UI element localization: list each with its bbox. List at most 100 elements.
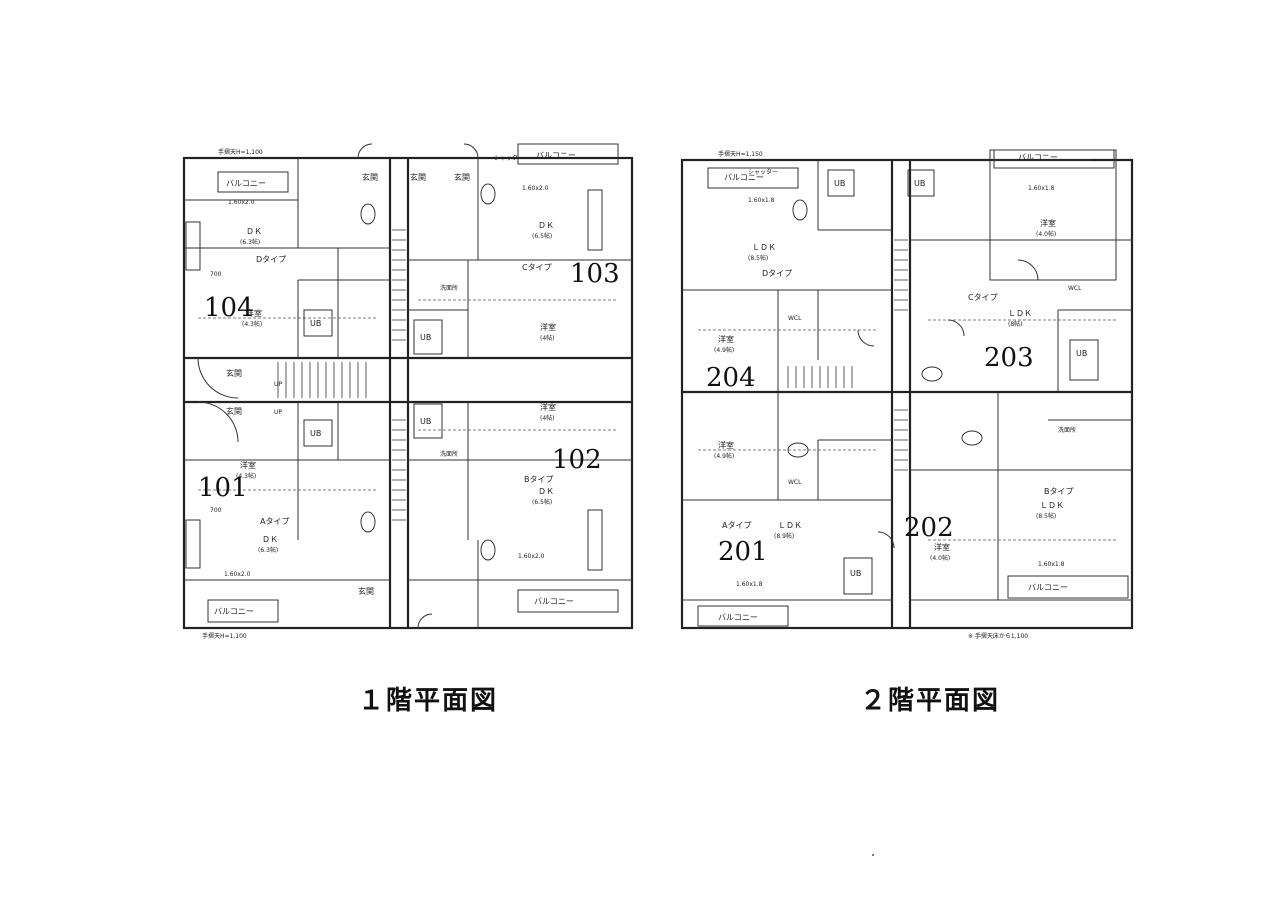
stair-central-top: [392, 229, 406, 341]
unit-type: Cタイプ: [968, 293, 998, 302]
dimension-label: 700: [210, 507, 222, 514]
stair-direction: UP: [274, 381, 282, 388]
unit-number: 204: [706, 363, 756, 393]
kitchen-counter: [185, 221, 201, 271]
unit-type: Aタイプ: [260, 517, 289, 526]
shutter-label: シャッター: [748, 168, 778, 176]
balcony-label: バルコニー: [718, 613, 758, 622]
kitchen-counter: [587, 509, 603, 571]
room-size: (8.9帖): [774, 532, 794, 540]
balcony-label: バルコニー: [1028, 583, 1068, 592]
unit-bath-104: [303, 309, 333, 337]
toilet-icon: [480, 183, 496, 205]
room-size: (8.5帖): [748, 254, 768, 262]
unit-number: 104: [204, 293, 254, 323]
ceiling-height-note: 手摺天H=1,100: [202, 632, 247, 640]
closet-label: WCL: [1068, 285, 1082, 292]
unit-type: Bタイプ: [1044, 487, 1074, 496]
window-size: 1.60x2.0: [224, 571, 251, 578]
unit-type: Dタイプ: [256, 255, 286, 264]
room-western: 洋室: [1040, 218, 1056, 228]
room-size: (6.5帖): [532, 232, 552, 240]
unit-bath: [827, 169, 855, 197]
room-size: (8帖): [1008, 320, 1023, 328]
unit-bath-102: [413, 403, 443, 439]
toilet-icon: [921, 366, 943, 382]
room-size: (4.0帖): [930, 554, 950, 562]
room-size: (6.5帖): [532, 498, 552, 506]
unit-number: 101: [198, 473, 248, 503]
room-dk: ＤＫ: [246, 227, 262, 236]
room-size: (4.9帖): [714, 346, 734, 354]
entrance-label: 玄関: [226, 368, 242, 378]
ceiling-height-note: ※ 手摺天床から1,100: [968, 632, 1028, 640]
balcony-label: バルコニー: [214, 607, 254, 616]
window-size: 1.60x1.8: [736, 581, 763, 588]
toilet-icon: [792, 199, 808, 221]
entrance-label: 玄関: [358, 586, 374, 596]
unit-bath-103: [413, 319, 443, 355]
room-western: 洋室: [246, 308, 262, 318]
footer-mark: [872, 854, 874, 856]
stair-bottom: [894, 409, 908, 471]
window-size: 1.60x2.0: [522, 185, 549, 192]
kitchen-counter: [185, 519, 201, 569]
bath-label: UB: [914, 179, 925, 188]
entrance-label: 玄関: [410, 172, 426, 182]
unit-type: Dタイプ: [762, 269, 792, 278]
bath-label: UB: [850, 569, 861, 578]
entrance-label: 玄関: [454, 172, 470, 182]
unit-type: Cタイプ: [522, 263, 552, 272]
room-size: (4.9帖): [714, 452, 734, 460]
room-western: 洋室: [540, 322, 556, 332]
stair-corridor: [277, 362, 367, 398]
window-size: 1.60x1.8: [1038, 561, 1065, 568]
window-size: 1.60x2.0: [518, 553, 545, 560]
balcony-label: バルコニー: [226, 179, 266, 188]
floor-2-drawing: 手摺天H=1,150 ※ 手摺天床から1,100 バルコニー バルコニー バルコ…: [680, 149, 1134, 640]
toilet-icon: [961, 430, 983, 446]
toilet-icon: [480, 539, 496, 561]
floor-2-caption: ２階平面図: [860, 686, 1001, 716]
dimension-label: 700: [210, 271, 222, 278]
unit-type: Aタイプ: [722, 521, 751, 530]
room-size: (4.3帖): [242, 320, 262, 328]
room-dk: ＤＫ: [262, 535, 278, 544]
room-western: 洋室: [718, 440, 734, 450]
bath-label: UB: [420, 417, 431, 426]
unit-bath: [907, 169, 935, 197]
room-size: (4帖): [540, 334, 555, 342]
unit-bath: [843, 557, 873, 595]
room-western: 洋室: [934, 542, 950, 552]
unit-type: Bタイプ: [524, 475, 554, 484]
bath-label: UB: [310, 429, 321, 438]
closet-label: WCL: [788, 315, 802, 322]
kitchen-counter: [587, 189, 603, 251]
room-dk: ＤＫ: [538, 487, 554, 496]
room-ldk: ＬＤＫ: [752, 243, 776, 252]
window-size: 1.60x2.0: [228, 199, 255, 206]
shutter-label: シャッター: [494, 154, 524, 162]
room-western: 洋室: [540, 402, 556, 412]
unit-number: 203: [984, 343, 1034, 373]
unit-bath: [1069, 339, 1099, 381]
floor-1-plan: 手摺天H=1,100 手摺天H=1,100 バルコニー バルコニー バルコニー …: [178, 130, 638, 640]
room-size: (4.0帖): [1036, 230, 1056, 238]
room-ldk: ＬＤＫ: [1008, 309, 1032, 318]
stair-top: [894, 239, 908, 311]
room-western: 洋室: [240, 460, 256, 470]
toilet-icon: [360, 511, 376, 533]
washroom-label: 洗面所: [1058, 426, 1076, 434]
unit-number: 103: [570, 259, 620, 289]
room-size: (8.5帖): [1036, 512, 1056, 520]
balcony-label: バルコニー: [724, 173, 764, 182]
unit-bath-101: [303, 419, 333, 447]
outer-wall: [680, 158, 1134, 630]
toilet-icon: [360, 203, 376, 225]
stair-central-bottom: [392, 419, 406, 521]
balcony-label: バルコニー: [1018, 153, 1058, 162]
balcony-label: バルコニー: [534, 597, 574, 606]
room-size: (4帖): [540, 414, 555, 422]
bath-label: UB: [1076, 349, 1087, 358]
floor-1-caption: １階平面図: [358, 686, 499, 716]
